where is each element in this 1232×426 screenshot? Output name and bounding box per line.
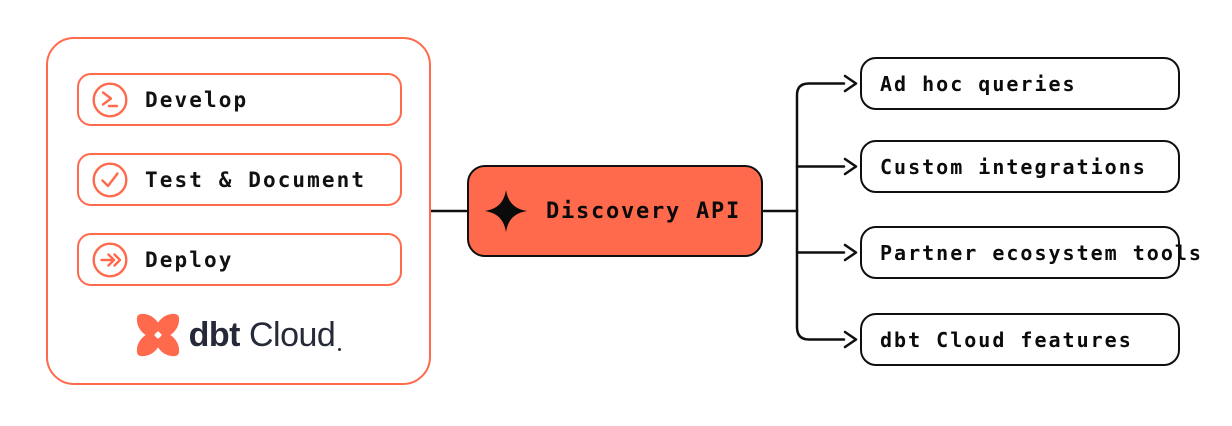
step-label: Develop bbox=[145, 87, 249, 112]
step-label: Test & Document bbox=[145, 167, 367, 192]
consumer-label: dbt Cloud features bbox=[880, 327, 1133, 352]
arrowhead-3 bbox=[843, 243, 858, 262]
discovery-api-label: Discovery API bbox=[546, 198, 742, 224]
arrowhead-2 bbox=[843, 157, 858, 176]
dbt-wordmark: dbt bbox=[188, 315, 241, 354]
step-develop: Develop bbox=[77, 73, 402, 126]
consumer-label: Partner ecosystem tools bbox=[880, 240, 1203, 265]
trademark-dot bbox=[338, 348, 342, 351]
branch-bottom bbox=[795, 209, 846, 341]
consumer-partner-ecosystem-tools: Partner ecosystem tools bbox=[860, 226, 1201, 279]
discovery-api-node: Discovery API bbox=[467, 165, 763, 257]
step-test-document: Test & Document bbox=[77, 153, 402, 206]
step-label: Deploy bbox=[145, 247, 234, 272]
branch-top bbox=[795, 82, 846, 213]
cloud-wordmark: Cloud bbox=[249, 315, 336, 354]
consumer-dbt-cloud-features: dbt Cloud features bbox=[860, 313, 1180, 366]
arrowhead-1 bbox=[843, 74, 858, 93]
sparkle-icon bbox=[484, 189, 528, 233]
dbt-cloud-group: Develop Test & Document Deploy dbt bbox=[46, 37, 431, 385]
arrowhead-4 bbox=[843, 330, 858, 349]
consumer-ad-hoc-queries: Ad hoc queries bbox=[860, 57, 1180, 110]
dbt-logo-icon bbox=[136, 313, 179, 357]
terminal-prompt-icon bbox=[92, 82, 128, 117]
consumer-label: Custom integrations bbox=[880, 154, 1147, 179]
consumer-custom-integrations: Custom integrations bbox=[860, 140, 1180, 193]
check-circle-icon bbox=[92, 162, 128, 197]
double-chevron-arrow-icon bbox=[92, 242, 128, 277]
dbt-cloud-logo: dbt Cloud bbox=[48, 311, 429, 359]
consumer-label: Ad hoc queries bbox=[880, 71, 1077, 96]
step-deploy: Deploy bbox=[77, 233, 402, 286]
